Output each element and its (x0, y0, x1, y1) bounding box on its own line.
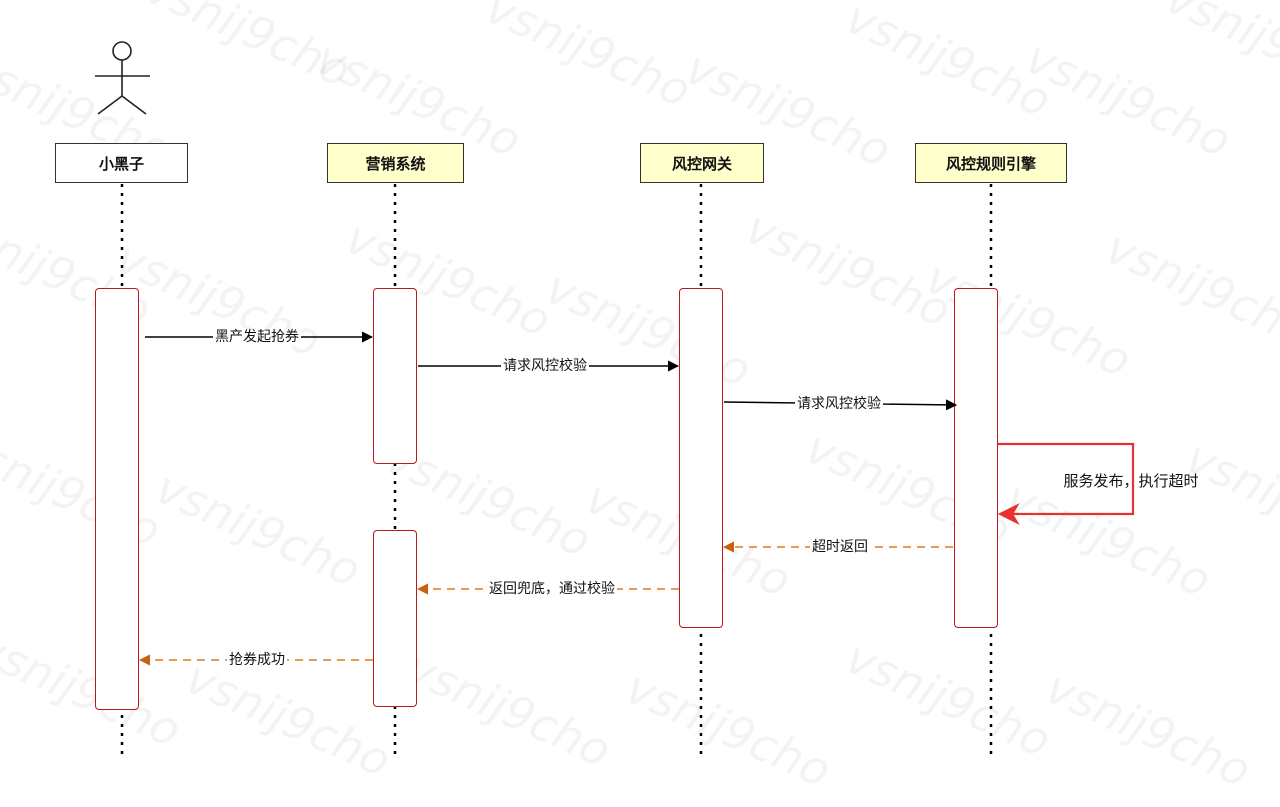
activation-bar-p4 (954, 288, 998, 628)
participant-header-p2: 营销系统 (327, 143, 464, 183)
message-label-2: 请求风控校验 (501, 358, 589, 374)
activation-bar-p2-second (373, 530, 417, 707)
activation-bar-p1 (95, 288, 139, 710)
activation-bar-p2-first (373, 288, 417, 464)
participant-header-p1: 小黑子 (55, 143, 188, 183)
participant-header-p3: 风控网关 (640, 143, 764, 183)
message-label-3: 请求风控校验 (795, 396, 883, 412)
return-label-2: 返回兜底，通过校验 (487, 581, 617, 597)
message-label-1: 黑产发起抢券 (213, 329, 301, 345)
activation-bar-p3 (679, 288, 723, 628)
return-label-3: 抢券成功 (227, 652, 287, 668)
self-call-label: 服务发布，执行超时 (1063, 472, 1199, 490)
return-label-1: 超时返回 (810, 539, 870, 555)
stick-figure-icon (95, 41, 150, 115)
participant-header-p4: 风控规则引擎 (915, 143, 1067, 183)
